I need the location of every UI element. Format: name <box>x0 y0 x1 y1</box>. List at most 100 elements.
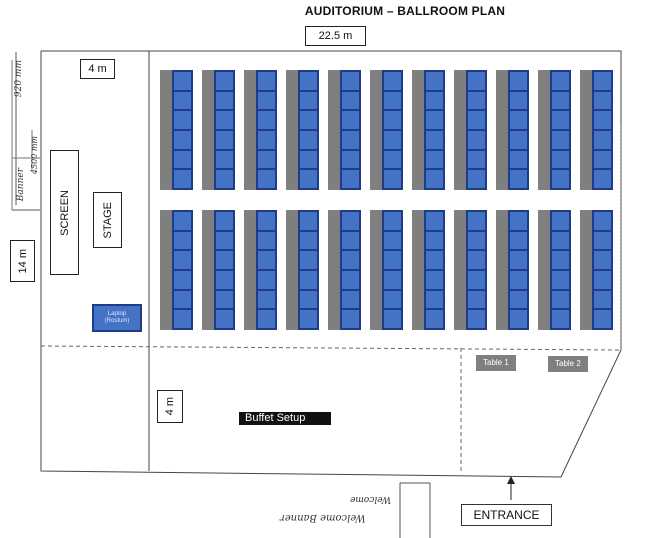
seat <box>174 150 191 169</box>
seat <box>468 111 485 130</box>
aisle-bar <box>412 70 424 190</box>
aisle-bar <box>538 210 550 330</box>
buffet-depth-text: 4 m <box>164 397 176 416</box>
seat <box>594 91 611 110</box>
seat <box>468 131 485 149</box>
seat <box>552 212 569 230</box>
seat <box>300 91 317 110</box>
seat <box>426 310 443 329</box>
seat <box>384 251 401 270</box>
seat-column <box>214 70 235 190</box>
seat <box>594 310 611 329</box>
seat <box>510 310 527 329</box>
handwritten-dimension-side: 4500 mm <box>30 136 39 175</box>
seat <box>594 290 611 309</box>
seat <box>468 91 485 110</box>
seat <box>216 91 233 110</box>
seat <box>174 310 191 329</box>
seat <box>300 111 317 130</box>
seat-column <box>466 210 487 330</box>
seat <box>342 271 359 289</box>
seat <box>426 170 443 189</box>
seat <box>552 72 569 90</box>
seat <box>384 170 401 189</box>
seat <box>510 91 527 110</box>
seat <box>552 251 569 270</box>
seat <box>468 150 485 169</box>
aisle-bar <box>202 210 214 330</box>
seat <box>216 170 233 189</box>
aisle-bar <box>454 210 466 330</box>
seat <box>216 150 233 169</box>
seat <box>384 290 401 309</box>
aisle-bar <box>580 210 592 330</box>
seat <box>426 72 443 90</box>
seat <box>510 170 527 189</box>
seat <box>468 271 485 289</box>
aisle-bar <box>328 210 340 330</box>
aisle-bar <box>538 70 550 190</box>
seat-column <box>340 70 361 190</box>
aisle-bar <box>496 70 508 190</box>
seat <box>300 170 317 189</box>
height-dimension-text: 14 m <box>16 248 29 274</box>
seat <box>594 212 611 230</box>
seat-column <box>424 210 445 330</box>
seat <box>216 72 233 90</box>
screen-label: SCREEN <box>58 189 71 236</box>
seat <box>258 231 275 250</box>
seat <box>426 251 443 270</box>
seat <box>174 91 191 110</box>
seat <box>552 91 569 110</box>
seat <box>510 111 527 130</box>
aisle-bar <box>370 70 382 190</box>
seat <box>342 310 359 329</box>
seat <box>342 131 359 149</box>
seat <box>258 72 275 90</box>
seat <box>258 310 275 329</box>
buffet-depth-label: 4 m <box>157 390 183 423</box>
seat <box>594 170 611 189</box>
seat <box>468 170 485 189</box>
seat <box>342 212 359 230</box>
seat <box>552 131 569 149</box>
seat-column <box>340 210 361 330</box>
seat <box>300 310 317 329</box>
seat <box>174 290 191 309</box>
seat <box>510 150 527 169</box>
seat <box>216 310 233 329</box>
seat <box>342 231 359 250</box>
seat <box>594 271 611 289</box>
seat-column <box>466 70 487 190</box>
aisle-bar <box>286 70 298 190</box>
seat <box>384 111 401 130</box>
seat <box>510 131 527 149</box>
seat <box>594 111 611 130</box>
seat <box>552 111 569 130</box>
seat <box>510 72 527 90</box>
seat <box>384 72 401 90</box>
seat <box>300 251 317 270</box>
seat <box>468 231 485 250</box>
seat <box>216 251 233 270</box>
seat <box>258 150 275 169</box>
seat-column <box>592 210 613 330</box>
handwritten-welcome-sub: Welcome <box>350 494 392 504</box>
seat <box>552 310 569 329</box>
seat <box>174 131 191 149</box>
seat <box>342 170 359 189</box>
aisle-bar <box>244 210 256 330</box>
aisle-bar <box>454 70 466 190</box>
seat <box>468 251 485 270</box>
seat-column <box>298 70 319 190</box>
seat <box>216 111 233 130</box>
seat <box>258 91 275 110</box>
seat <box>258 290 275 309</box>
seat-column <box>550 70 571 190</box>
seat-column <box>382 70 403 190</box>
aisle-bar <box>160 210 172 330</box>
seat <box>552 170 569 189</box>
seat-column <box>592 70 613 190</box>
seat <box>384 231 401 250</box>
